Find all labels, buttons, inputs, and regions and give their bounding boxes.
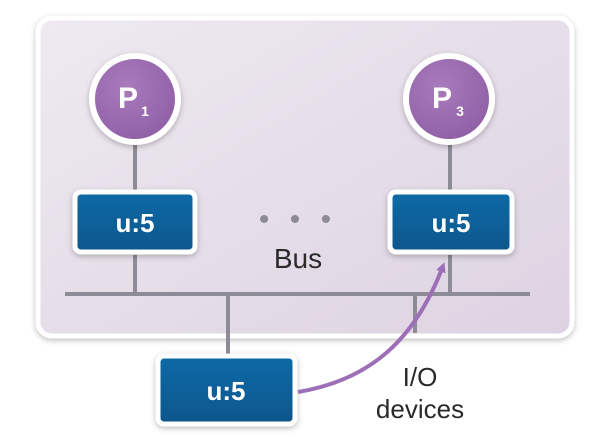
processor-p3	[403, 53, 495, 145]
cache-p1-label: u:5	[116, 208, 155, 238]
transfer-arrow	[297, 262, 446, 394]
io-label-line2: devices	[376, 394, 464, 424]
connector-lines	[65, 140, 530, 358]
processor-p3-letter: P	[432, 82, 452, 115]
processor-p1-letter: P	[118, 82, 138, 115]
cache-box-p1	[72, 189, 198, 255]
svg-text:P: P	[118, 82, 138, 115]
processor-p1-subscript: 1	[141, 103, 149, 119]
memory-label: u:5	[207, 376, 246, 406]
svg-text:1: 1	[141, 103, 149, 119]
processor-p1	[89, 53, 181, 145]
io-label-line1: I/O	[403, 362, 438, 392]
ellipsis-dots: • • •	[259, 203, 337, 236]
cache-box-p3	[387, 189, 515, 255]
memory-box	[155, 353, 298, 427]
processor-p3-subscript: 3	[456, 103, 464, 119]
bus-label: Bus	[274, 243, 322, 274]
svg-text:3: 3	[456, 103, 464, 119]
cache-p3-label: u:5	[432, 208, 471, 238]
svg-text:P: P	[432, 82, 452, 115]
